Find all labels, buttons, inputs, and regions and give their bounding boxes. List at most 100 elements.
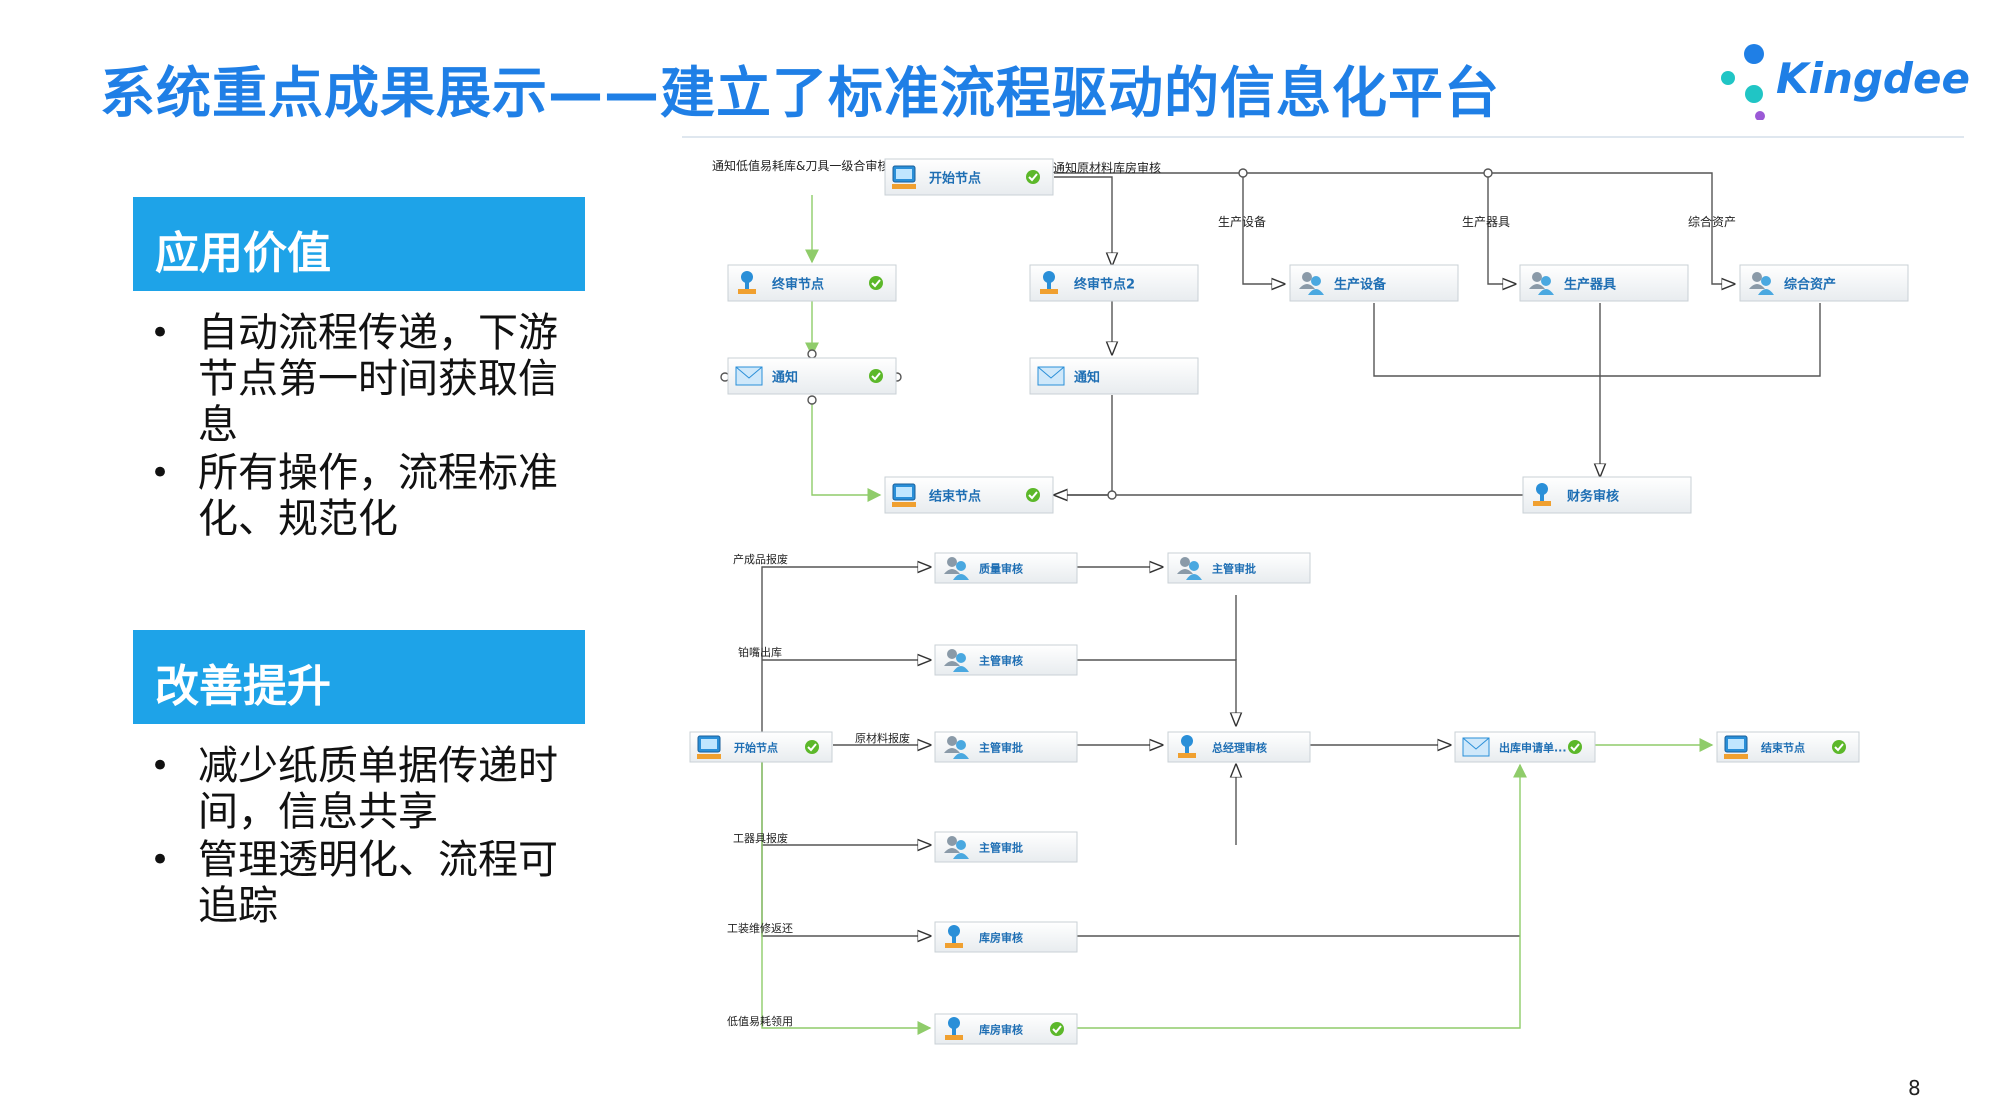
section-heading-text: 应用价值 [155,228,331,279]
check-icon [869,369,883,383]
workflow-node-supervisor_review[interactable]: 主管审核 [934,644,1078,676]
users-icon [944,736,969,759]
node-label: 财务审核 [1567,489,1619,505]
users-icon [1749,272,1774,295]
check-icon [1026,488,1040,502]
bullet-item: •减少纸质单据传递时间，信息共享 [150,743,558,835]
node-label: 出库申请单... [1499,741,1567,755]
node-label: 结束节点 [1760,741,1805,755]
workflow-node-final_review[interactable]: 终审节点 [727,264,897,302]
envelope-icon [1462,737,1490,757]
node-label: 主管审批 [979,841,1023,855]
node-label: 生产器具 [1564,277,1616,293]
envelope-icon [1037,366,1065,386]
workflow-node-supervisor_approve_low[interactable]: 主管审批 [934,831,1078,863]
stamp-icon [1040,271,1058,294]
users-icon [1299,272,1324,295]
node-label: 终审节点2 [1074,277,1135,293]
edge-label: 通知原材料库房审核 [1053,160,1161,175]
users-icon [1177,557,1202,580]
workflow-node-quality[interactable]: 质量审核 [934,552,1078,584]
page-title: 系统重点成果展示——建立了标准流程驱动的信息化平台 [100,61,1501,125]
stamp-icon [738,271,756,294]
check-icon [869,276,883,290]
bullet-text: 自动流程传递，下游节点第一时间获取信息 [198,310,558,448]
workflow-node-general_assets[interactable]: 综合资产 [1739,264,1909,302]
bullet-text: 所有操作，流程标准化、规范化 [198,450,558,542]
users-icon [1529,272,1554,295]
check-icon [1026,170,1040,184]
edge-label: 低值易耗领用 [727,1015,793,1028]
node-label: 结束节点 [929,489,981,505]
stamp-icon [1533,483,1551,506]
node-label: 主管审批 [979,741,1023,755]
stamp-icon [1178,735,1196,758]
users-icon [944,649,969,672]
envelope-icon [735,366,763,386]
section-heading-value: 应用价值 [133,197,585,291]
stamp-icon [945,1017,963,1040]
stamp-icon [945,925,963,948]
workflow-node-gm_review[interactable]: 总经理审核 [1167,731,1311,763]
monitor-icon [697,735,721,759]
edge-label: 通知低值易耗库&刀具一级合审核 [712,158,889,173]
node-label: 主管审核 [979,654,1023,668]
monitor-icon [892,165,916,189]
check-icon [1050,1022,1064,1036]
node-label: 库房审核 [979,1023,1023,1037]
check-icon [1568,740,1582,754]
edge-label: 铂嘴出库 [738,645,782,659]
workflow-node-notify2[interactable]: 通知 [1029,357,1199,395]
workflow-node-start[interactable]: 开始节点 [884,158,1054,196]
kingdee-logo: Kingdee [1718,40,1970,120]
node-label: 总经理审核 [1212,741,1267,755]
workflow-node-prod_equipment[interactable]: 生产设备 [1289,264,1459,302]
header-divider [682,136,1964,138]
workflow-node-supervisor_approve_mid[interactable]: 主管审批 [934,731,1078,763]
edge-label: 原材料报废 [855,731,910,745]
monitor-icon [1724,735,1748,759]
logo-text: Kingdee [1776,54,1970,103]
workflow-node-start[interactable]: 开始节点 [689,731,833,763]
workflow-node-supervisor_approve_top[interactable]: 主管审批 [1167,552,1311,584]
workflow-node-notify1[interactable]: 通知 [727,357,897,395]
edge-label: 生产器具 [1462,215,1510,229]
edge-label: 产成品报废 [733,552,788,566]
bullet-text: 管理透明化、流程可追踪 [198,837,558,929]
workflow-node-end[interactable]: 结束节点 [884,476,1054,514]
workflow-node-finance[interactable]: 财务审核 [1522,476,1692,514]
edge-label: 工器具报废 [733,831,788,845]
workflow-node-warehouse2[interactable]: 库房审核 [934,1013,1078,1045]
bullet-text: 减少纸质单据传递时间，信息共享 [198,743,558,835]
bullet-item: •所有操作，流程标准化、规范化 [150,450,558,542]
node-label: 生产设备 [1334,277,1387,293]
node-label: 主管审批 [1212,562,1256,576]
bullet-item: •管理透明化、流程可追踪 [150,837,558,929]
users-icon [944,836,969,859]
bullet-item: •自动流程传递，下游节点第一时间获取信息 [150,310,558,448]
edge-label: 工装维修返还 [727,921,793,935]
workflow-node-outbound[interactable]: 出库申请单... [1454,731,1596,763]
monitor-icon [892,483,916,507]
section-heading-improve: 改善提升 [133,630,585,724]
workflow-node-final_review2[interactable]: 终审节点2 [1029,264,1199,302]
check-icon [1832,740,1846,754]
node-label: 质量审核 [979,562,1023,576]
value-bullet-list: •自动流程传递，下游节点第一时间获取信息 •所有操作，流程标准化、规范化 [150,310,580,544]
node-label: 开始节点 [929,171,981,187]
users-icon [944,557,969,580]
improve-bullet-list: •减少纸质单据传递时间，信息共享 •管理透明化、流程可追踪 [150,743,580,931]
node-label: 库房审核 [979,931,1023,945]
check-icon [805,740,819,754]
node-label: 通知 [1074,370,1100,386]
edge-label: 综合资产 [1688,214,1736,229]
node-label: 通知 [772,370,798,386]
edge-label: 生产设备 [1218,215,1266,229]
workflow-node-warehouse1[interactable]: 库房审核 [934,921,1078,953]
workflow-node-end[interactable]: 结束节点 [1716,731,1860,763]
page-number: 8 [1908,1076,1921,1100]
workflow-node-prod_tools[interactable]: 生产器具 [1519,264,1689,302]
logo-dots-icon [1721,44,1765,120]
section-heading-text: 改善提升 [155,661,331,712]
